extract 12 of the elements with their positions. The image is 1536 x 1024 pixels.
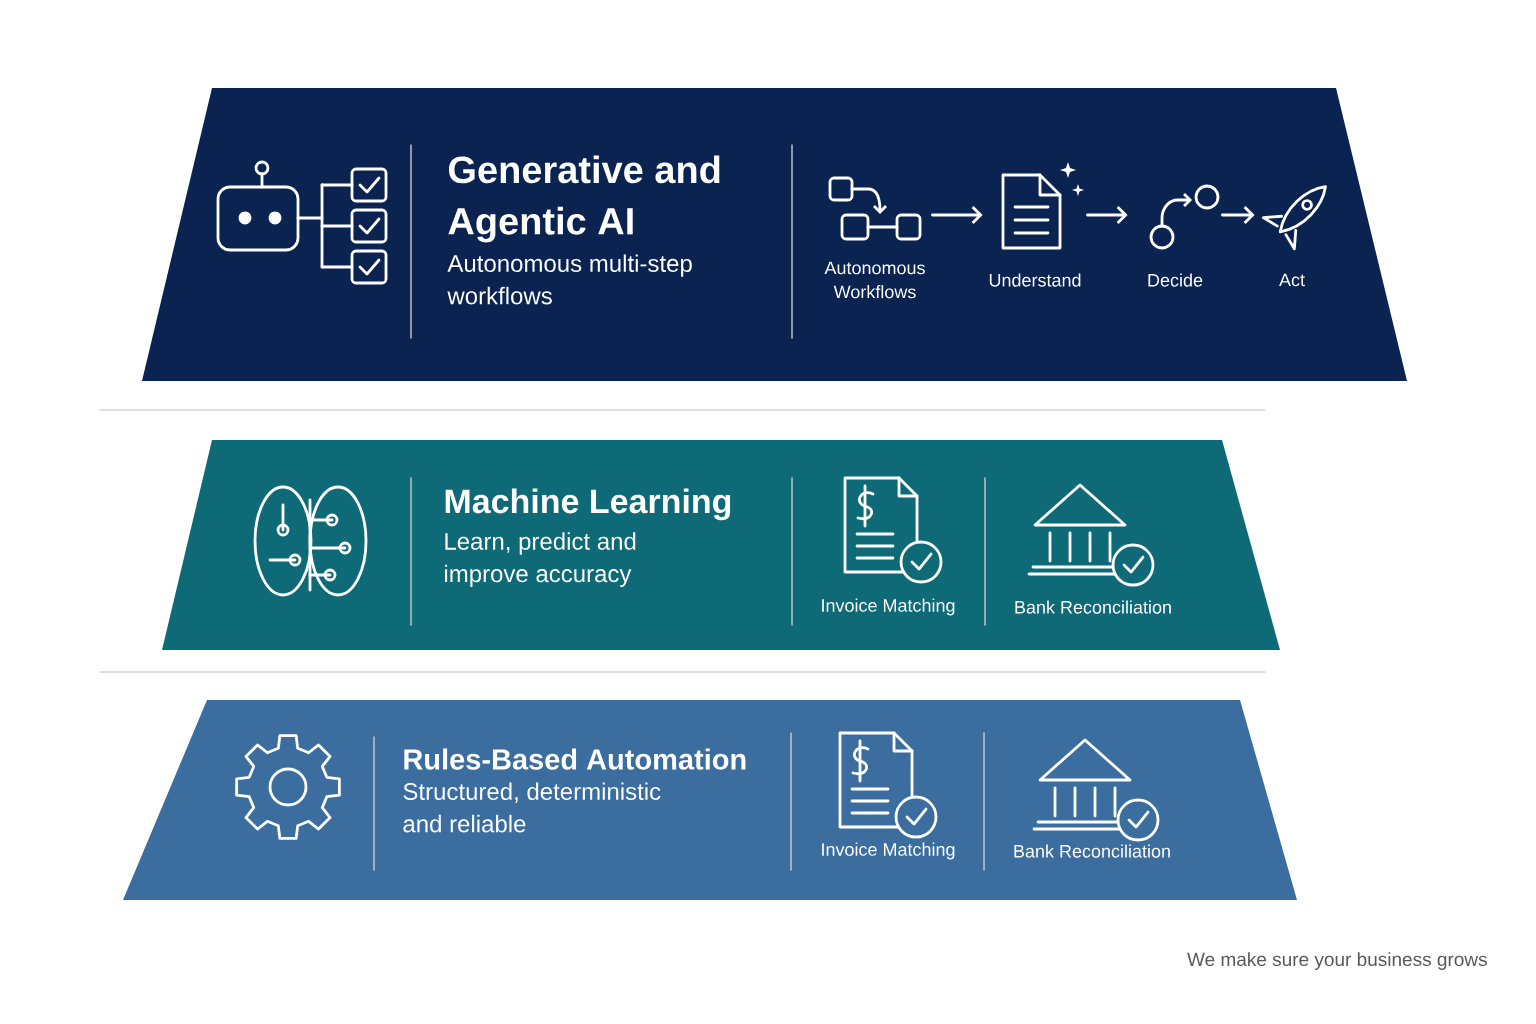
step-label: Act	[1279, 273, 1305, 287]
arrow	[1086, 206, 1128, 224]
item-label: Bank Reconciliation	[1015, 600, 1171, 614]
tagline: We make sure your business grows	[1187, 952, 1487, 970]
step-label: Understand	[989, 273, 1081, 287]
step-label: Autonomous Workflows	[824, 261, 925, 299]
arrow	[1221, 206, 1255, 224]
step-label: Decide	[1148, 273, 1203, 287]
item-label: Invoice Matching	[822, 842, 955, 860]
item-label: Invoice Matching	[822, 598, 955, 616]
arrow	[931, 206, 983, 224]
item-label: Bank Reconciliation	[1014, 844, 1170, 858]
